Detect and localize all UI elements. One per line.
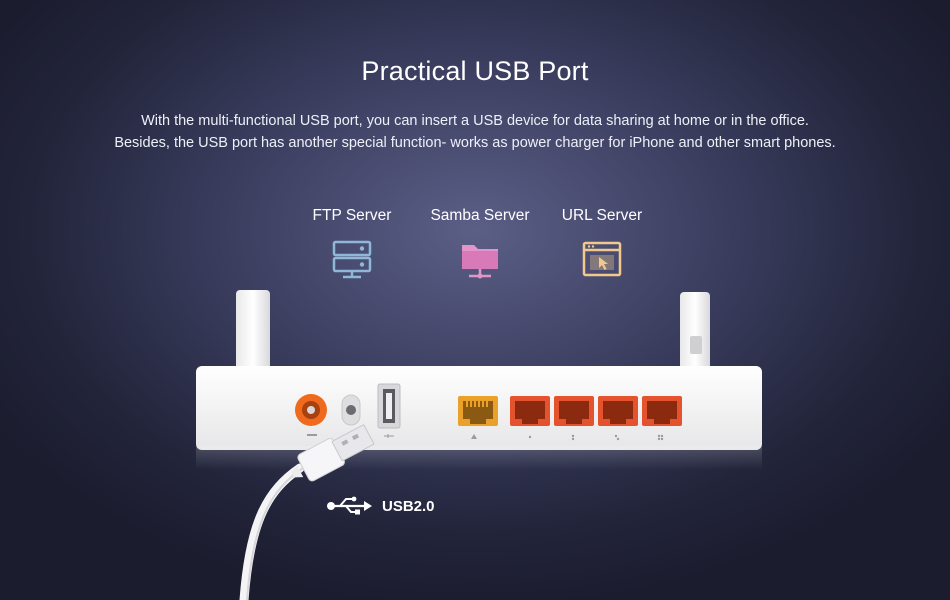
description-line-2: Besides, the USB port has another specia… [114, 135, 836, 151]
port-markings [307, 434, 664, 441]
power-jack [295, 394, 327, 426]
browser-cursor-icon [582, 241, 622, 277]
wan-port [458, 396, 498, 426]
usb-plug [291, 424, 375, 482]
folder-network-icon [462, 245, 498, 279]
usb-port [377, 383, 401, 429]
lan-ports [510, 396, 682, 426]
feature-label: URL Server [561, 207, 643, 224]
description-line-1: With the multi-functional USB port, you … [141, 113, 809, 129]
usb-icon [327, 496, 372, 515]
feature-ftp-server: FTP Server [292, 207, 412, 281]
usb-version-text: USB2.0 [382, 497, 435, 515]
server-icon [332, 240, 372, 279]
feature-label: Samba Server [430, 207, 530, 224]
power-button [341, 394, 361, 426]
right-antenna [680, 292, 710, 370]
feature-label: FTP Server [312, 207, 392, 224]
page-title: Practical USB Port [361, 56, 589, 86]
feature-url-server: URL Server [542, 207, 662, 281]
description: With the multi-functional USB port, you … [0, 110, 950, 154]
left-antenna [236, 290, 270, 370]
feature-samba-server: Samba Server [420, 207, 540, 281]
usb-version-label: USB2.0 [326, 496, 435, 516]
usb-cable [239, 463, 305, 600]
